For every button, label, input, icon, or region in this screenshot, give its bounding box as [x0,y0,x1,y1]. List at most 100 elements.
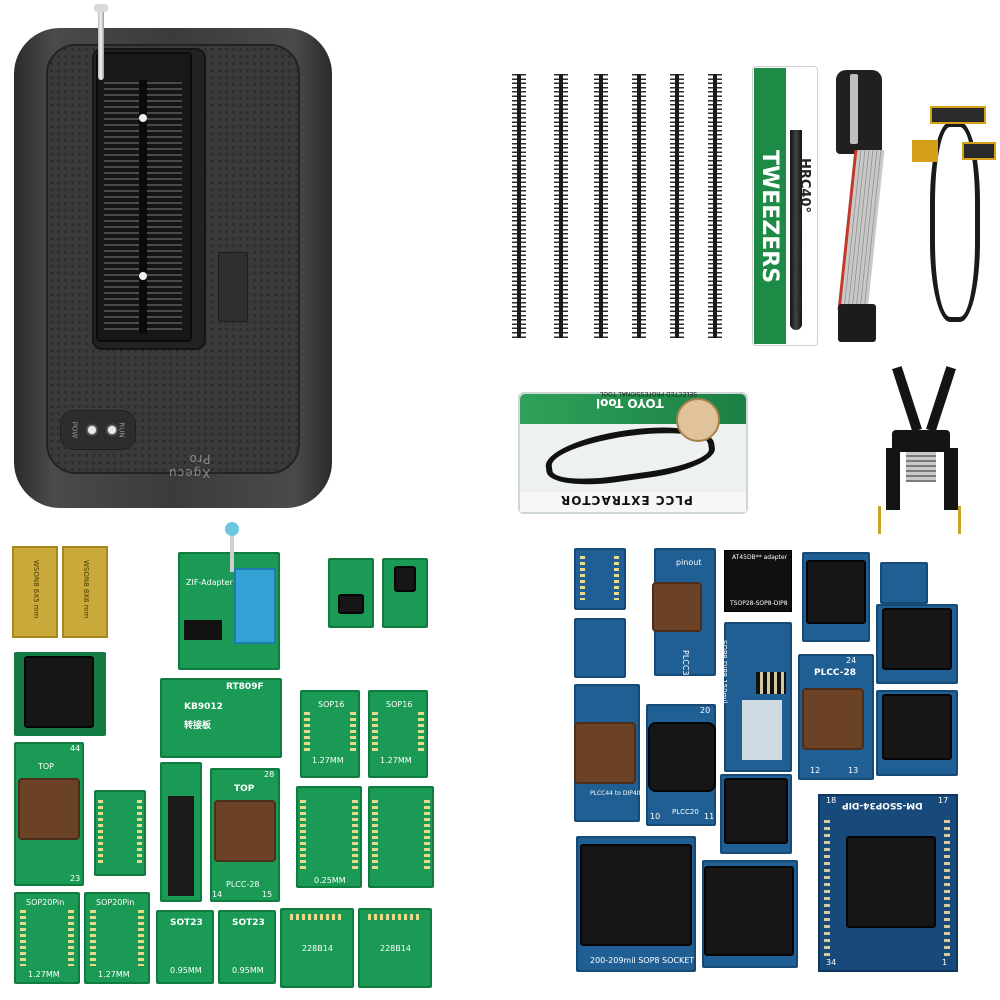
pin-number: 15 [262,890,273,899]
plcc-label-strip [520,492,746,512]
plcc28-blue-socket [802,688,864,750]
lvds-cable-loop [930,122,980,322]
ssop34-holes [944,820,950,960]
sop16-label: SOP16 [318,700,345,709]
tsop-footprint [742,700,782,760]
ssop34-socket [846,836,936,928]
soic-socket [882,608,952,670]
plcc44-label: PLCC44 to DIP40 [590,790,641,797]
ssop-pins [137,800,142,866]
tweezers-band [754,68,786,344]
qfn-socket [338,594,364,614]
soic-chip [184,620,222,640]
usb-slot [218,252,248,322]
lvds-connector-side [962,142,996,160]
plcc-title: PLCC EXTRACTOR [560,493,693,507]
plcc44-socket [18,778,80,840]
plcc-badge [676,398,720,442]
sop16-pins [418,712,424,754]
pow-led [88,426,96,434]
plcc20-socket [648,722,716,792]
lvds-connector-top [930,106,986,124]
tweezers-brand: TWEEZERS [757,150,782,284]
zif-slot [139,80,147,334]
ssop34-holes [824,820,830,960]
pin-number: 12 [810,766,821,775]
plcc28-socket [214,800,276,862]
pin-number: 44 [70,744,81,753]
plcc-brand: TOYO Tool [596,396,664,410]
kb-sub-label: 转接板 [184,721,212,731]
blue-pins [580,556,585,600]
zif-adapter-label: ZIF-Adapter [186,578,233,587]
pin-number: 34 [826,958,837,967]
programmer-brand: Xgecu Pro [168,452,211,480]
tssop-adapter [296,786,362,888]
sop20-pins [90,910,96,966]
run-led [108,426,116,434]
pitch-label: 0.95MM [232,966,264,975]
tssop-pins [352,800,358,870]
test-clip-hinge [892,430,950,452]
dip-header [168,796,194,896]
sot23-adapter [156,910,214,984]
sop16-pins [304,712,310,754]
pin-header [670,74,684,338]
ssop28-pins [290,914,344,920]
rt809f-label: RT809F [226,682,264,692]
plcc20-label: PLCC20 [672,808,699,816]
plcc28-blue-label: PLCC-28 [814,668,857,678]
sot23-adapter [218,910,276,984]
pin-number: 13 [848,766,859,775]
soic-label: SOP8 DIP8 150mil [720,640,728,704]
pin-number: 17 [938,796,949,805]
sop20-label: SOP20Pin [96,898,135,907]
ssop-pins [98,800,103,866]
soic-socket [882,694,952,760]
tsop-label: TSOP28-SOP8-DIP8 [730,600,788,607]
sop20-pins [68,910,74,966]
sop20-label: SOP20Pin [26,898,65,907]
at45-adapter [724,550,792,612]
tssop-adapter [368,786,434,888]
pin-header [594,74,608,338]
pin-header [554,74,568,338]
pin-number: 23 [70,874,81,883]
sot23-label: SOT23 [170,918,203,928]
test-clip-pin [878,506,881,534]
sop8-socket [704,866,794,956]
test-clip-arm-left [892,366,922,432]
soic-socket [806,560,866,624]
pin-number: 1 [942,958,948,967]
pow-label: POW [70,421,79,439]
pin-number: 24 [846,656,857,665]
sop8-blue-adapter [574,618,626,678]
qfn-adapter [328,558,374,628]
ssop28-adapter [358,908,432,988]
ssop28-label: 228B14 [380,944,411,953]
tsop-header [756,672,786,694]
clip-pins [850,74,858,144]
zif-lever[interactable] [98,8,104,80]
zif-dot-bottom [139,272,147,280]
led-panel [60,410,136,450]
tssop-pins [372,800,378,870]
test-clip-spring [906,452,936,482]
plcc44-blue-socket [574,722,636,784]
tweezers-tool [790,130,802,330]
kb9012-adapter [160,678,282,758]
wson-label: WSON8 6X5 mm [32,560,40,619]
sop8-socket-label: 200-209mil SOP8 SOCKET [590,956,695,965]
ribbon-cable [837,150,885,310]
sop16-pins [350,712,356,754]
pitch-label: 1.27MM [28,970,60,979]
ssop34-label: DM-SSOP34-DIP [842,800,923,810]
plcc28-label: PLCC-28 [226,880,260,889]
zif-lever-knob[interactable] [94,4,108,12]
ssop28-pins [368,914,422,920]
pin-number: 18 [826,796,837,805]
tssop-pins [424,800,430,870]
pitch-label: 1.27MM [98,970,130,979]
zif-dot-top [139,114,147,122]
lvds-connector-gold [912,140,938,162]
